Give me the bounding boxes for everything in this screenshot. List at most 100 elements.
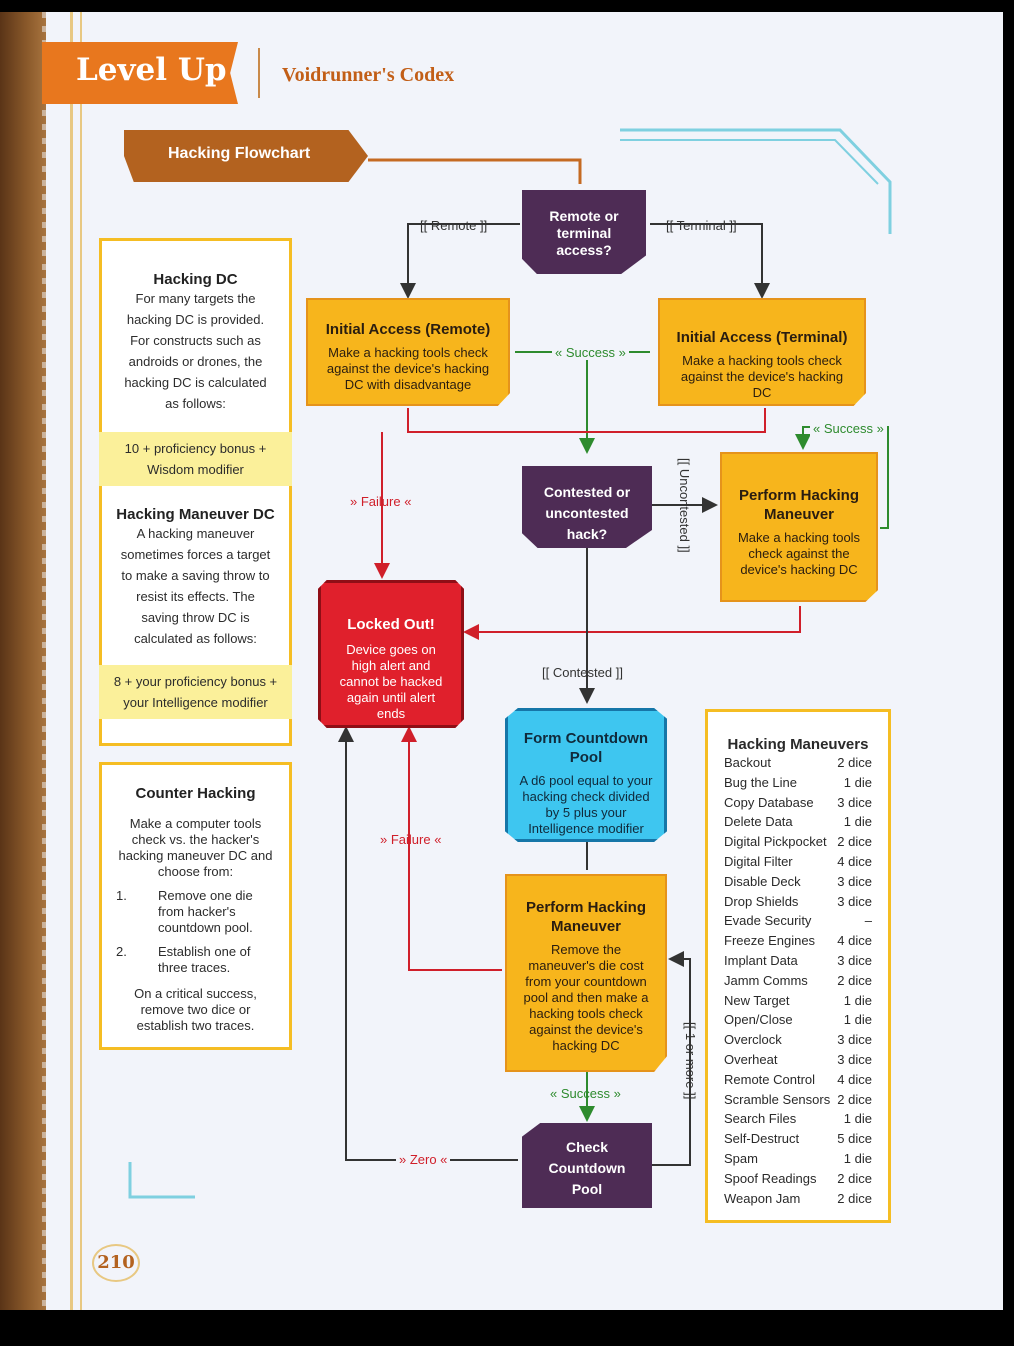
failure-link [407,408,766,433]
hacking-dc-panel: Hacking DC For many targets the hacking … [99,238,292,746]
maneuver-name: Digital Pickpocket [724,834,827,850]
maneuver-cost: 2 dice [837,834,872,850]
chapter-title: Level Up [76,52,227,88]
hacking-dc-text: For many targets the hacking DC is provi… [124,291,267,411]
counter-hacking-title: Counter Hacking [135,785,256,802]
check-countdown-node: Check Countdown Pool [522,1123,652,1208]
circuit-decoration [620,128,892,234]
circuit-decoration [128,1162,195,1199]
maneuver-name: Self-Destruct [724,1131,800,1147]
counter-hacking-list: 1.Remove one die from hacker's countdown… [102,888,289,976]
maneuver-dc-title: Hacking Maneuver DC [116,506,275,523]
maneuver-cost: 4 dice [837,853,872,869]
maneuver-cost: 4 dice [837,933,872,949]
maneuver-cost: – [864,913,872,929]
hacking-dc-title: Hacking DC [153,271,238,288]
header-divider [258,48,260,98]
maneuver-name: Backout [724,755,771,770]
book-page: Level Up Voidrunner's Codex Hacking Flow… [0,12,1003,1310]
torn-edge-decoration [0,12,50,1310]
maneuver-name: Weapon Jam [724,1190,801,1206]
chapter-banner: Level Up [42,42,238,104]
counter-hacking-outro: On a critical success, remove two dice o… [134,986,257,1033]
failure-label-mid: » Failure « [380,832,442,847]
maneuver-name: Delete Data [724,814,793,830]
maneuver-dc-formula: 8 + your proficiency bonus + your Intell… [99,665,292,719]
remote-arrow [400,223,520,299]
one-or-more-arrow [652,951,691,1166]
page-number: 210 [92,1244,140,1282]
maneuver-cost: 1 die [843,1111,872,1127]
success-label: « Success » [552,345,629,360]
maneuver-cost: 1 die [843,992,872,1008]
maneuver-row: Remote Control 4 dice [708,1070,888,1090]
maneuver-name: Copy Database [724,794,814,810]
maneuver-cost: 2 dice [837,972,872,988]
counter-option: 1.Remove one die from hacker's countdown… [116,888,253,935]
flowchart-title: Hacking Flowchart [168,145,311,162]
maneuver-row: Spam 1 die [708,1149,888,1169]
terminal-label: [[ Terminal ]] [666,218,737,233]
success-right-arrow [795,426,889,529]
maneuver-row: New Target 1 die [708,991,888,1011]
maneuver-cost: 1 die [843,774,872,790]
maneuver-row: Disable Deck 3 dice [708,872,888,892]
maneuver-name: Drop Shields [724,893,799,909]
initial-remote-node: Initial Access (Remote) Make a hacking t… [306,298,510,406]
maneuver-name: Overheat [724,1051,778,1067]
flowchart-title-box: Hacking Flowchart [124,130,368,182]
counter-hacking-intro: Make a computer tools check vs. the hack… [118,816,273,879]
maneuver-name: Scramble Sensors [724,1091,831,1107]
maneuver-name: Spam [724,1150,758,1166]
perform-maneuver-node-bottom: Perform Hacking Maneuver Remove the mane… [505,874,667,1072]
failure-label: » Failure « [350,494,412,509]
maneuver-cost: 3 dice [837,873,872,889]
start-node: Remote or terminal access? [522,190,646,274]
maneuver-name: Remote Control [724,1071,816,1087]
title-connector [368,158,582,184]
gold-trim-line [80,12,82,1310]
maneuver-name: Digital Filter [724,853,793,869]
maneuver-name: Overclock [724,1032,782,1048]
maneuver-cost: 1 die [843,1012,872,1028]
maneuver-cost: 3 dice [837,1032,872,1048]
maneuver-cost: 2 dice [837,755,872,770]
counter-hacking-panel: Counter Hacking Make a computer tools ch… [99,762,292,1050]
maneuver-name: Disable Deck [724,873,801,889]
maneuver-cost: 2 dice [837,1190,872,1206]
maneuver-row: Search Files 1 die [708,1109,888,1129]
initial-terminal-node: Initial Access (Terminal) Make a hacking… [658,298,866,406]
gold-trim-line [70,12,73,1310]
maneuver-name: Spoof Readings [724,1170,817,1186]
book-title: Voidrunner's Codex [282,64,455,86]
maneuver-cost: 4 dice [837,1071,872,1087]
flowchart-connectors [128,128,892,1199]
zero-label: » Zero « [396,1152,451,1167]
remote-label: [[ Remote ]] [420,218,488,233]
maneuver-name: New Target [724,992,790,1008]
maneuver-dc-text: A hacking maneuver sometimes forces a ta… [120,526,271,646]
contested-label: [[ Contested ]] [542,665,623,680]
maneuver-row: Weapon Jam 2 dice [708,1189,888,1209]
maneuver-name: Search Files [724,1111,797,1127]
maneuver-cost: 1 die [843,1150,872,1166]
maneuver-row: Digital Pickpocket 2 dice [708,832,888,852]
maneuver-cost: 1 die [843,814,872,830]
perform-maneuver-node-top: Perform Hacking Maneuver Make a hacking … [720,452,878,602]
maneuver-row: Overclock 3 dice [708,1030,888,1050]
failure-locked-arrow [463,606,801,640]
countdown-pool-node: Form Countdown Pool A d6 pool equal to y… [505,708,667,842]
locked-out-node: Locked Out! Device goes on high alert an… [318,580,464,728]
zero-arrow [338,726,518,1161]
